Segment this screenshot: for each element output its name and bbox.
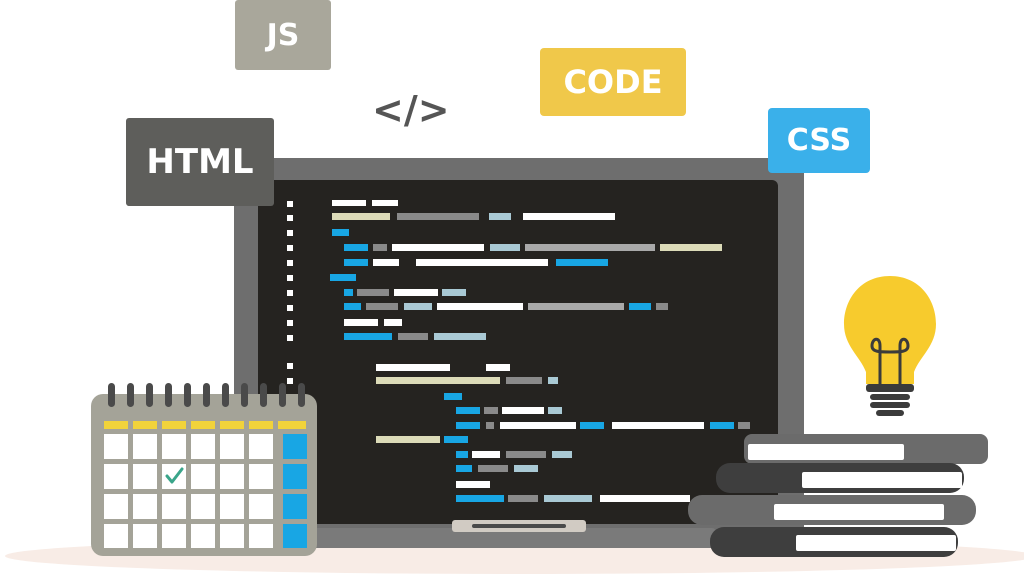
code-lines xyxy=(330,200,750,502)
book-1-pages xyxy=(748,444,904,460)
laptop-icon xyxy=(234,158,804,548)
laptop-base xyxy=(304,528,716,548)
bulb-base-2 xyxy=(870,394,910,400)
code-tag-label: CODE xyxy=(563,63,663,101)
css-tag-label: CSS xyxy=(786,123,852,158)
book-3-pages xyxy=(774,504,944,520)
code-brackets-label: </> xyxy=(372,88,450,132)
bulb-base-1 xyxy=(866,384,914,392)
code-line-markers xyxy=(287,201,293,384)
bulb-glass xyxy=(844,276,936,384)
books-icon xyxy=(688,434,988,557)
html-tag: HTML xyxy=(126,118,274,206)
bulb-base-4 xyxy=(876,410,904,416)
code-tag: CODE xyxy=(540,48,686,116)
css-tag: CSS xyxy=(768,108,870,173)
book-4-pages xyxy=(796,535,956,551)
laptop-trackpad-slot xyxy=(472,524,566,528)
lightbulb-icon xyxy=(844,276,936,416)
calendar-cells xyxy=(104,434,273,548)
html-tag-label: HTML xyxy=(146,142,254,182)
calendar-rings xyxy=(108,383,305,407)
checkmark-icon xyxy=(165,467,184,484)
calendar-weekend-column xyxy=(283,434,307,548)
bulb-filament xyxy=(870,337,910,384)
calendar-icon xyxy=(91,383,317,556)
calendar-header-row xyxy=(104,421,306,429)
js-tag: JS xyxy=(235,0,331,70)
bulb-base-3 xyxy=(870,402,910,408)
code-brackets-tag: </> xyxy=(372,88,450,132)
js-tag-label: JS xyxy=(266,17,300,53)
book-2-pages xyxy=(802,472,962,488)
